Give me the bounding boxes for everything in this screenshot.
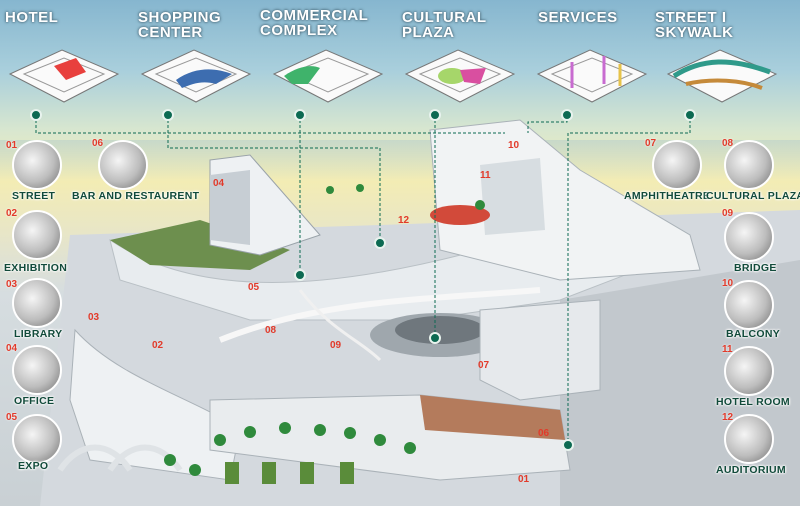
category-node-commercial-complex [294, 109, 306, 121]
category-label-shopping-center: SHOPPING CENTER [138, 9, 222, 41]
category-node-cultural-plaza [429, 109, 441, 121]
street-photo-icon [12, 140, 62, 190]
balcony-photo-icon [724, 280, 774, 330]
plan-marker-03: 03 [88, 312, 100, 323]
vignette-label-auditorium: AUDITORIUM [716, 464, 786, 476]
category-node-hotel [30, 109, 42, 121]
category-label-cultural-plaza: CULTURAL PLAZA [402, 9, 487, 41]
vignette-label-balcony: BALCONY [726, 328, 781, 340]
services-icon [536, 49, 648, 103]
cultural-plaza-photo-icon [724, 140, 774, 190]
vignette-number: 04 [6, 343, 18, 354]
vignette-label-street: STREET [12, 190, 56, 202]
vignette-label-expo: EXPO [18, 460, 49, 472]
plan-marker-09: 09 [330, 340, 342, 351]
vignette-number: 05 [6, 412, 18, 423]
plan-marker-04: 04 [213, 178, 225, 189]
vignette-label-library: LIBRARY [14, 328, 63, 340]
plan-marker-12: 12 [398, 215, 410, 226]
vignette-number: 07 [645, 138, 657, 149]
plan-marker-08: 08 [265, 325, 277, 336]
hotel-room-photo-icon [724, 346, 774, 396]
auditorium-photo-icon [724, 414, 774, 464]
vignette-label-office: OFFICE [14, 395, 55, 407]
category-label-services: SERVICES [538, 9, 618, 26]
plan-marker-11: 11 [480, 170, 491, 181]
category-node-services [561, 109, 573, 121]
vignette-label-exhibition: EXHIBITION [4, 262, 68, 274]
plan-marker-01: 01 [518, 474, 530, 485]
shopping-center-icon [140, 49, 252, 103]
vignette-label-bridge: BRIDGE [734, 262, 777, 274]
vignette-number: 12 [722, 412, 734, 423]
vignette-number: 06 [92, 138, 104, 149]
expo-photo-icon [12, 414, 62, 464]
vignette-label-hotel-room: HOTEL ROOM [716, 396, 790, 408]
vignette-number: 02 [6, 208, 18, 219]
plan-marker-02: 02 [152, 340, 164, 351]
hotel-icon [8, 49, 120, 103]
bar-restaurant-photo-icon [98, 140, 148, 190]
vignette-number: 11 [722, 344, 733, 355]
plan-marker-07: 07 [478, 360, 490, 371]
category-node-shopping-center [162, 109, 174, 121]
street-skywalk-icon [666, 49, 778, 103]
category-node-street-skywalk [684, 109, 696, 121]
vignette-label-bar-and-restaurent: BAR AND RESTAURENT [72, 190, 200, 202]
vignette-number: 09 [722, 208, 734, 219]
office-photo-icon [12, 345, 62, 395]
vignette-number: 01 [6, 140, 18, 151]
vignette-label-cultural-plaza: CULTURAL PLAZA [706, 190, 800, 202]
vignette-label-amphitheatre: AMPHITHEATRE [624, 190, 711, 202]
vignette-number: 08 [722, 138, 734, 149]
library-photo-icon [12, 278, 62, 328]
plan-marker-06: 06 [538, 428, 550, 439]
commercial-complex-icon [272, 49, 384, 103]
plan-marker-10: 10 [508, 140, 520, 151]
vignette-number: 10 [722, 278, 734, 289]
exhibition-photo-icon [12, 210, 62, 260]
cultural-plaza-icon [404, 49, 516, 103]
amphitheatre-photo-icon [652, 140, 702, 190]
bridge-photo-icon [724, 212, 774, 262]
plan-marker-05: 05 [248, 282, 260, 293]
category-label-hotel: HOTEL [5, 9, 59, 26]
vignette-number: 03 [6, 279, 18, 290]
category-label-commercial-complex: COMMERCIAL COMPLEX [260, 7, 369, 39]
category-label-street-skywalk: STREET I SKYWALK [655, 9, 734, 41]
